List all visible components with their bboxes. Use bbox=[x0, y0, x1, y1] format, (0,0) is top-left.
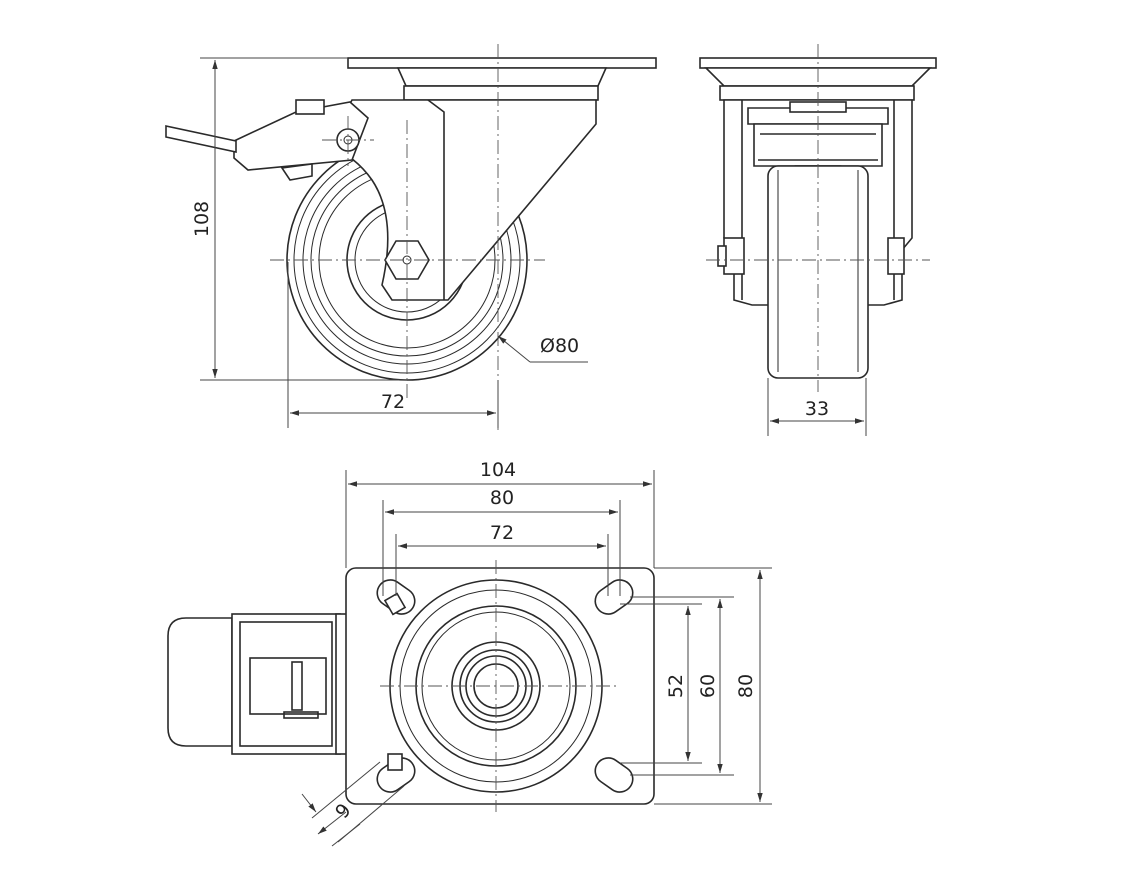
vertical-60-label: 60 bbox=[697, 674, 719, 698]
top-plate bbox=[347, 57, 657, 69]
front-axle-left bbox=[723, 237, 745, 275]
front-axle-right bbox=[887, 237, 905, 275]
top-brake-pedal bbox=[167, 617, 233, 747]
brake-pedal bbox=[165, 125, 237, 153]
swivel-ring bbox=[403, 85, 599, 101]
bolt-slots bbox=[376, 579, 634, 793]
plate-bearing bbox=[396, 67, 608, 87]
hole-spacing-72-label: 72 bbox=[490, 522, 514, 544]
front-view: 33 bbox=[699, 44, 937, 436]
diameter-80-label: Ø80 bbox=[540, 335, 579, 357]
width-72-label: 72 bbox=[381, 391, 405, 413]
width-33-label: 33 bbox=[805, 398, 829, 420]
hole-spacing-80-label: 80 bbox=[490, 487, 514, 509]
vertical-80-label: 80 bbox=[735, 674, 757, 698]
brake-clip bbox=[295, 99, 325, 115]
side-view: 108 72 Ø80 bbox=[165, 44, 657, 430]
fork-inner-edge bbox=[427, 99, 445, 300]
vertical-52-label: 52 bbox=[665, 674, 687, 698]
plate-width-104-label: 104 bbox=[480, 459, 516, 481]
height-108-label: 108 bbox=[191, 201, 213, 237]
top-view: 104 80 72 52 60 80 9 bbox=[167, 459, 772, 847]
brake-pad bbox=[280, 163, 313, 181]
